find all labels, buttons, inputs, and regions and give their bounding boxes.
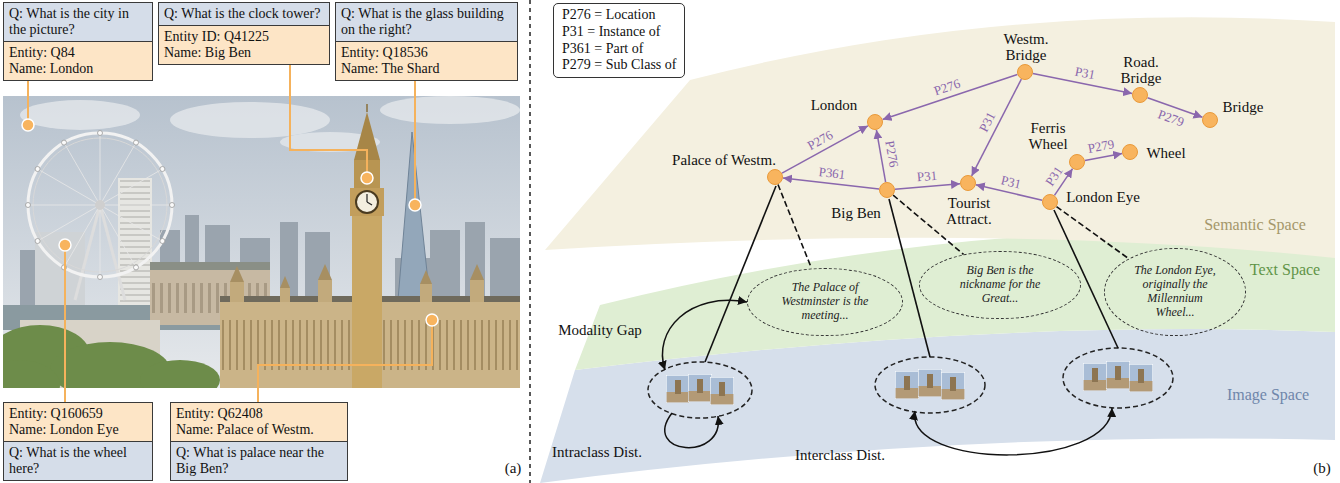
relation-label: P361 <box>818 165 846 181</box>
entity-box: Entity: Q62408Name: Palace of Westm. <box>170 402 348 442</box>
image-cluster <box>648 362 752 418</box>
trees <box>3 325 220 388</box>
entity-dots <box>22 119 438 326</box>
legend-box: P276 = LocationP31 = Instance ofP361 = P… <box>553 3 685 78</box>
entity-node: London Eye <box>1042 194 1058 210</box>
entity-box: Entity ID: Q41225Name: Big Ben <box>158 25 330 65</box>
entity-node: Westm. Bridge <box>1017 64 1033 80</box>
distance-arrows <box>662 300 1112 455</box>
question-box: Q: What is palace near the Big Ben? <box>170 441 348 481</box>
question-text: Q: What is the glass building on the rig… <box>341 6 512 38</box>
entity-label: London <box>811 97 858 113</box>
relation-label: P31 <box>916 168 937 183</box>
legend-text: P276 = Location <box>562 7 676 24</box>
entity-label: Tourist Attract. <box>946 195 991 227</box>
entity-text: Entity: Q62408 <box>176 406 342 422</box>
relation-arrow <box>783 178 879 189</box>
image-links <box>705 186 1118 362</box>
clouds <box>20 96 520 152</box>
question-box: Q: What is the clock tower? <box>158 2 330 26</box>
question-box: Q: What is the city in the picture? <box>3 2 153 42</box>
entity-box: Entity: Q84Name: London <box>3 41 153 81</box>
relation-label: P31 <box>1073 64 1095 81</box>
entity-text: Name: London <box>9 61 147 77</box>
entity-text: Entity: Q18536 <box>341 45 512 61</box>
entity-label: Wheel <box>1146 145 1185 161</box>
description-link <box>778 184 811 268</box>
question-text: Q: What is the wheel here? <box>9 445 147 477</box>
entity-text: Name: Big Ben <box>164 45 324 61</box>
entity-label: Big Ben <box>831 205 881 221</box>
entity-node: Ferris Wheel <box>1069 154 1085 170</box>
relation-label: P276 <box>883 140 900 169</box>
relation-arrow <box>972 79 1022 176</box>
entity-label: Bridge <box>1223 99 1264 115</box>
description-link <box>1056 207 1128 259</box>
description-text: The Palace of Westminster is the meeting… <box>773 281 877 322</box>
clock-tower <box>350 104 384 388</box>
entity-label: Palace of Westm. <box>672 152 776 168</box>
image-cluster <box>875 357 985 413</box>
question-text: Q: What is the clock tower? <box>164 6 324 22</box>
description-text: The London Eye, originally the Millenniu… <box>1127 264 1222 319</box>
entity-label: London Eye <box>1066 189 1140 205</box>
space-label: Text Space <box>1250 261 1320 279</box>
entity-node: Big Ben <box>879 182 895 198</box>
annotation-label: Intraclass Dist. <box>552 444 642 461</box>
entity-text: Name: Palace of Westm. <box>176 422 342 438</box>
entity-node: Tourist Attract. <box>960 175 976 191</box>
text-plane <box>575 229 1335 370</box>
entity-node: Wheel <box>1122 144 1138 160</box>
space-label: Image Space <box>1227 386 1309 404</box>
entity-node: London <box>867 114 883 130</box>
entity-node: Bridge <box>1202 112 1218 128</box>
panel-divider <box>529 0 531 483</box>
relation-arrow <box>876 130 885 182</box>
entity-label: Ferris Wheel <box>1028 120 1067 152</box>
description-ellipse: The Palace of Westminster is the meeting… <box>747 268 903 337</box>
entity-box: Entity: Q18536Name: The Shard <box>335 41 518 81</box>
description-text: Big Ben is the nickname for the Great... <box>946 264 1054 305</box>
entity-text: Name: London Eye <box>9 422 147 438</box>
panel-label: (b) <box>1313 460 1331 477</box>
panel-label: (a) <box>505 460 522 477</box>
leader-lines <box>28 60 432 420</box>
relation-arrow <box>895 184 960 190</box>
city-photo <box>3 96 520 388</box>
entity-node: Road. Bridge <box>1132 87 1148 103</box>
entity-text: Name: The Shard <box>341 61 512 77</box>
question-text: Q: What is the city in the picture? <box>9 6 147 38</box>
entity-text: Entity ID: Q41225 <box>164 29 324 45</box>
annotation-label: Interclass Dist. <box>795 447 885 464</box>
question-box: Q: What is the glass building on the rig… <box>335 2 518 42</box>
entity-node: Palace of Westm. <box>767 169 783 185</box>
legend-text: P361 = Part of <box>562 41 676 58</box>
image-cluster <box>1063 348 1173 408</box>
entity-text: Entity: Q84 <box>9 45 147 61</box>
question-text: Q: What is palace near the Big Ben? <box>176 445 342 477</box>
space-label: Semantic Space <box>1204 216 1306 234</box>
question-box: Q: What is the wheel here? <box>3 441 153 481</box>
legend-text: P31 = Instance of <box>562 24 676 41</box>
relation-arrow <box>883 75 1018 120</box>
description-ellipse: Big Ben is the nickname for the Great... <box>919 251 1080 320</box>
relation-label: P31 <box>1000 173 1023 190</box>
entity-text: Entity: Q160659 <box>9 406 147 422</box>
entity-label: Road. Bridge <box>1121 54 1162 86</box>
description-ellipse: The London Eye, originally the Millenniu… <box>1104 248 1247 336</box>
entity-label: Westm. Bridge <box>1003 31 1048 63</box>
legend-text: P279 = Sub Class of <box>562 57 676 74</box>
annotation-label: Modality Gap <box>558 322 642 339</box>
entity-box: Entity: Q160659Name: London Eye <box>3 402 153 442</box>
